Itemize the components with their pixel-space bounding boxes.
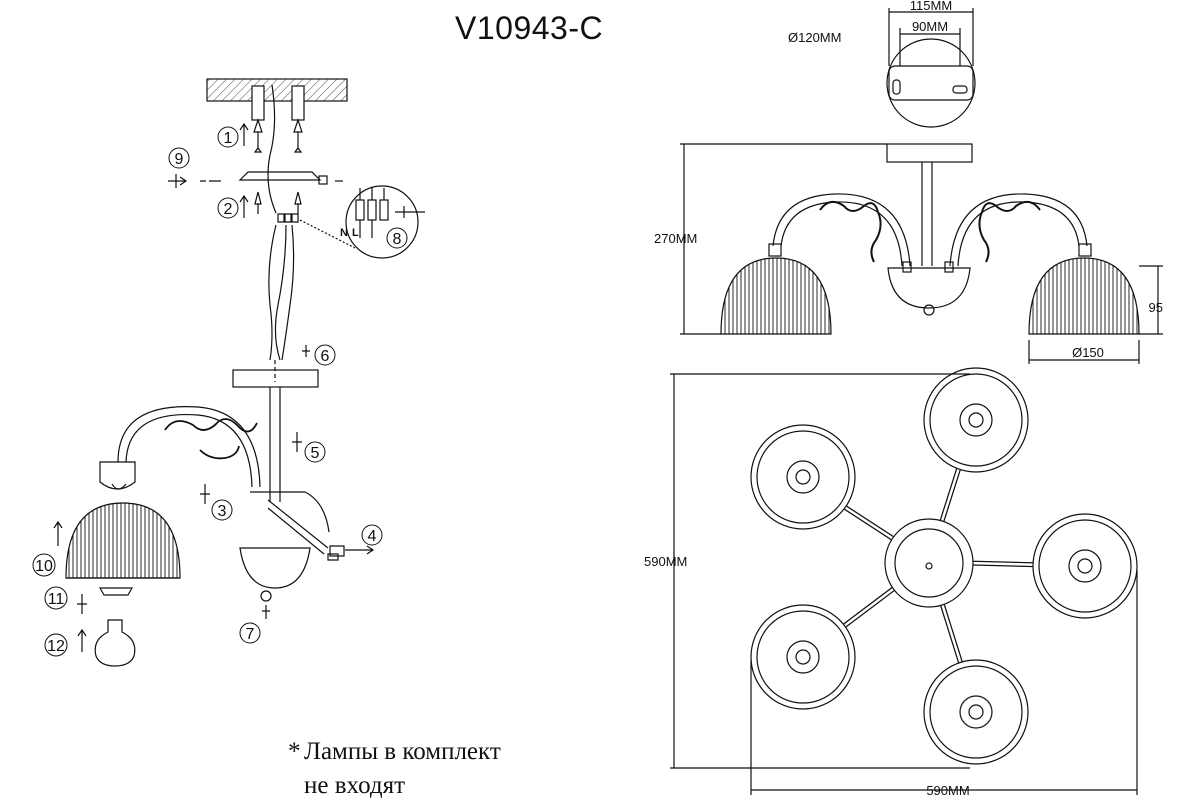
top-shade-1 [923,367,1029,473]
step-9: 9 [168,147,190,169]
step-8: 8 [386,227,408,249]
step-1: 1 [217,126,239,148]
top-shade-2 [750,424,856,530]
side-shade-left [720,257,832,335]
step-5-label: 5 [311,445,320,462]
dim-shade-height-label: 95 [1149,300,1163,315]
top-dimensions: 590MM 590MM [644,554,970,798]
step-4-label: 4 [368,528,377,545]
arm-curve [117,406,261,488]
wiring-detail [345,185,419,259]
step-numbers: 1 2 3 4 5 6 7 8 9 10 11 12 N L [32,126,408,657]
lamp-socket [99,461,136,490]
step-3-label: 3 [218,503,227,520]
canopy-dimensions: 115MM 90MM Ø120MM [788,0,952,45]
step-10: 10 [32,553,56,577]
step-1-label: 1 [224,130,233,147]
step-11: 11 [44,586,68,610]
step-5: 5 [304,441,326,463]
ceiling-block [206,78,348,102]
dim-height-label: 270MM [654,231,697,246]
assembly-diagram [53,78,425,667]
dim-outer-label: 115MM [910,0,952,13]
step-12-label: 12 [47,638,65,655]
dim-diameter-label: Ø120MM [788,30,841,45]
dim-shade-diameter-label: Ø150 [1072,345,1104,360]
assembly-shade [65,502,181,579]
wire-n-label: N [340,227,348,239]
dim-width-label: 590MM [926,783,969,798]
step-2: 2 [217,197,239,219]
bulb [94,619,136,667]
canopy-view [886,8,976,128]
note-line-2: не входят [304,772,406,799]
step-6-label: 6 [321,348,330,365]
center-rod [269,387,281,502]
step-3: 3 [211,499,233,521]
side-canopy [886,143,973,163]
side-dimensions: 270MM 95 Ø150 [654,231,1163,360]
step-7-label: 7 [246,626,255,643]
screw-anchor-2 [293,118,303,148]
step-7: 7 [239,622,261,644]
step-12: 12 [44,633,68,657]
note-asterisk: * [288,738,301,765]
side-shade-right [1028,257,1140,335]
canopy-plate [232,369,319,388]
dim-depth-label: 590MM [644,554,687,569]
step-8-label: 8 [393,231,402,248]
note-line-1: Лампы в комплект [304,738,501,765]
side-arm-left [772,193,911,267]
top-shade-4 [750,604,856,710]
dim-inner-label: 90MM [912,19,948,34]
top-view [670,367,1138,795]
step-10-label: 10 [35,558,53,575]
top-shade-3 [1032,513,1138,619]
side-view [680,143,1163,364]
top-shade-5 [923,659,1029,765]
step-9-label: 9 [175,151,184,168]
step-2-label: 2 [224,201,233,218]
canopy-circle [886,38,976,128]
model-title: V10943-C [455,10,604,46]
side-arm-right [949,193,1088,267]
center-cup [239,547,311,589]
wire-l-label: L [352,227,359,239]
step-4: 4 [361,524,383,546]
step-6: 6 [314,344,336,366]
mounting-bracket [238,171,322,181]
step-11-label: 11 [48,591,65,608]
screw-anchor-1 [253,118,263,148]
